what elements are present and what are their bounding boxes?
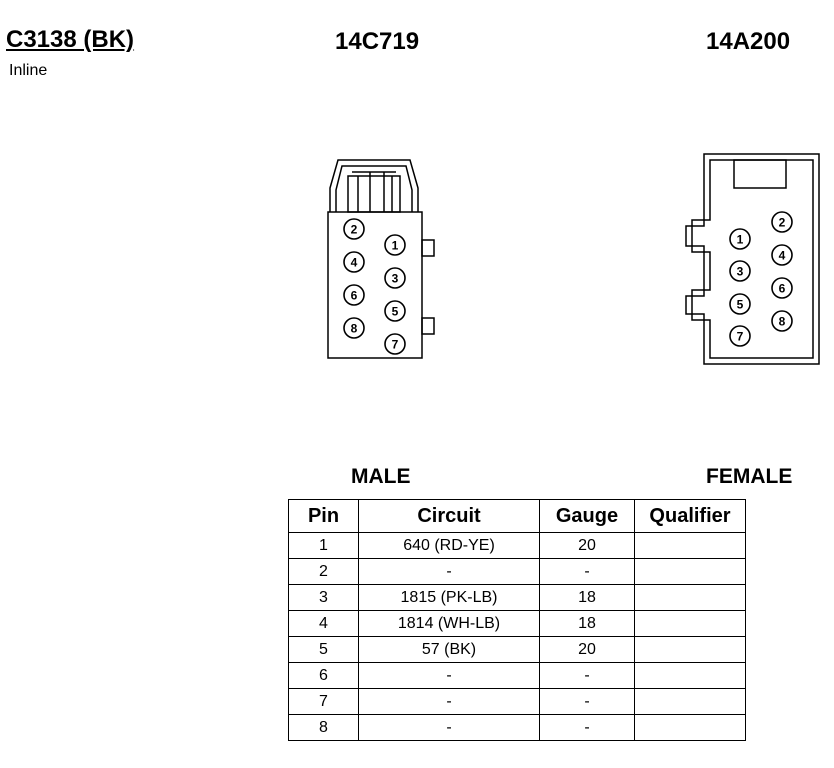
cell-circuit: 1815 (PK-LB) xyxy=(358,584,540,611)
male-pin-label: 2 xyxy=(351,223,358,237)
header-pin: Pin xyxy=(288,499,359,533)
male-pin: 7 xyxy=(384,333,406,355)
cell-gauge: 18 xyxy=(539,610,635,637)
table-header-row: Pin Circuit Gauge Qualifier xyxy=(288,499,746,533)
male-pin: 8 xyxy=(343,317,365,339)
cell-gauge: 18 xyxy=(539,584,635,611)
female-connector-outline xyxy=(685,153,820,365)
table-row: 8 - - xyxy=(288,714,746,741)
table-row: 4 1814 (WH-LB) 18 xyxy=(288,610,746,637)
cell-gauge: - xyxy=(539,662,635,689)
male-pin: 5 xyxy=(384,300,406,322)
cell-qualifier xyxy=(634,636,746,663)
cell-pin: 1 xyxy=(288,532,359,559)
header-gauge: Gauge xyxy=(539,499,635,533)
female-pin: 4 xyxy=(771,244,793,266)
female-pin-label: 1 xyxy=(737,233,744,247)
male-pin-label: 1 xyxy=(392,239,399,253)
connector-location: Inline xyxy=(9,62,48,79)
cell-qualifier xyxy=(634,714,746,741)
male-pin: 2 xyxy=(343,218,365,240)
cell-gauge: - xyxy=(539,558,635,585)
cell-gauge: 20 xyxy=(539,636,635,663)
pinout-table: Pin Circuit Gauge Qualifier 1 640 (RD-YE… xyxy=(288,499,746,741)
female-pin-label: 7 xyxy=(737,330,744,344)
cell-pin: 4 xyxy=(288,610,359,637)
female-pin-label: 2 xyxy=(779,216,786,230)
cell-circuit: - xyxy=(358,558,540,585)
male-pin-label: 6 xyxy=(351,289,358,303)
male-pin-label: 4 xyxy=(351,256,358,270)
cell-qualifier xyxy=(634,532,746,559)
female-pin-group: 1 3 5 7 2 4 6 8 xyxy=(729,211,793,347)
table-row: 2 - - xyxy=(288,558,746,585)
cell-pin: 6 xyxy=(288,662,359,689)
cell-qualifier xyxy=(634,688,746,715)
cell-pin: 7 xyxy=(288,688,359,715)
cell-gauge: - xyxy=(539,688,635,715)
female-pin: 3 xyxy=(729,260,751,282)
cell-circuit: - xyxy=(358,688,540,715)
male-pin-label: 3 xyxy=(392,272,399,286)
male-pin: 4 xyxy=(343,251,365,273)
cell-circuit: 640 (RD-YE) xyxy=(358,532,540,559)
male-pin: 6 xyxy=(343,284,365,306)
female-pin: 2 xyxy=(771,211,793,233)
cell-pin: 2 xyxy=(288,558,359,585)
cell-pin: 3 xyxy=(288,584,359,611)
cell-circuit: - xyxy=(358,714,540,741)
table-row: 7 - - xyxy=(288,688,746,715)
male-pin: 1 xyxy=(384,234,406,256)
male-pin-group: 2 4 6 8 1 3 5 7 xyxy=(343,218,406,355)
cell-qualifier xyxy=(634,610,746,637)
female-part-number: 14A200 xyxy=(706,28,791,55)
cell-pin: 5 xyxy=(288,636,359,663)
male-pin-label: 7 xyxy=(392,338,399,352)
female-pin: 1 xyxy=(729,228,751,250)
male-pin-label: 8 xyxy=(351,322,358,336)
cell-circuit: 57 (BK) xyxy=(358,636,540,663)
connector-id: C3138 (BK) xyxy=(6,26,135,53)
cell-circuit: - xyxy=(358,662,540,689)
table-row: 6 - - xyxy=(288,662,746,689)
male-connector-outline xyxy=(327,159,435,359)
male-pin-label: 5 xyxy=(392,305,399,319)
cell-qualifier xyxy=(634,584,746,611)
header-qualifier: Qualifier xyxy=(634,499,746,533)
female-pin-label: 5 xyxy=(737,298,744,312)
female-pin-label: 8 xyxy=(779,315,786,329)
table-row: 3 1815 (PK-LB) 18 xyxy=(288,584,746,611)
male-part-number: 14C719 xyxy=(335,28,420,55)
cell-gauge: 20 xyxy=(539,532,635,559)
table-row: 1 640 (RD-YE) 20 xyxy=(288,532,746,559)
female-pin-label: 3 xyxy=(737,265,744,279)
cell-circuit: 1814 (WH-LB) xyxy=(358,610,540,637)
female-pin: 5 xyxy=(729,293,751,315)
male-pin: 3 xyxy=(384,267,406,289)
female-pin: 7 xyxy=(729,325,751,347)
cell-pin: 8 xyxy=(288,714,359,741)
cell-qualifier xyxy=(634,558,746,585)
female-pin-label: 4 xyxy=(779,249,786,263)
female-label: FEMALE xyxy=(706,465,793,488)
female-pin-label: 6 xyxy=(779,282,786,296)
female-pin: 8 xyxy=(771,310,793,332)
female-pin: 6 xyxy=(771,277,793,299)
header-circuit: Circuit xyxy=(358,499,540,533)
table-row: 5 57 (BK) 20 xyxy=(288,636,746,663)
male-label: MALE xyxy=(351,465,411,488)
cell-qualifier xyxy=(634,662,746,689)
cell-gauge: - xyxy=(539,714,635,741)
